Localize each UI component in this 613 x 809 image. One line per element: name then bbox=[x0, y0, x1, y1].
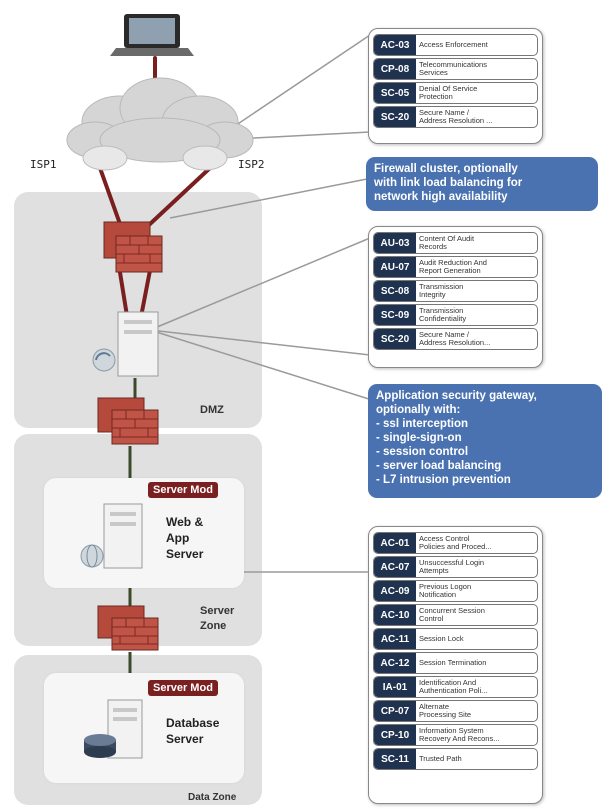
control-id: AC-07 bbox=[374, 557, 416, 577]
connector-line bbox=[149, 329, 371, 356]
control-id: CP-07 bbox=[374, 701, 416, 721]
control-id: AC-11 bbox=[374, 629, 416, 649]
control-description: Concurrent Session Control bbox=[419, 606, 485, 623]
control-description: Trusted Path bbox=[419, 754, 462, 763]
isp1-label: ISP1 bbox=[30, 158, 57, 171]
db-server-label: Database Server bbox=[166, 716, 220, 746]
control-id: SC-11 bbox=[374, 749, 416, 769]
cloud-icon bbox=[82, 145, 228, 171]
control-description: Previous Logon Notification bbox=[419, 582, 472, 599]
web-server-module-badge: Server Mod bbox=[148, 482, 218, 498]
control-id: SC-09 bbox=[374, 305, 416, 325]
control-id: AC-10 bbox=[374, 605, 416, 625]
control-id: AC-12 bbox=[374, 653, 416, 673]
control-description: Alternate Processing Site bbox=[419, 702, 472, 719]
control-id: SC-08 bbox=[374, 281, 416, 301]
control-id: AU-03 bbox=[374, 233, 416, 253]
control-description: Access Enforcement bbox=[419, 40, 488, 49]
connector-line bbox=[149, 329, 373, 401]
control-description: Session Lock bbox=[419, 634, 464, 643]
firewall-callout: Firewall cluster, optionally with link l… bbox=[366, 157, 598, 211]
dmz-label: DMZ bbox=[200, 404, 224, 416]
control-id: SC-05 bbox=[374, 83, 416, 103]
web-server-label: Web & App Server bbox=[166, 515, 204, 561]
web-server-icon bbox=[80, 503, 143, 569]
server-zone-label: Server Zone bbox=[200, 605, 235, 632]
control-description: Telecommunications Services bbox=[419, 60, 487, 77]
control-id: IA-01 bbox=[374, 677, 416, 697]
control-id: AU-07 bbox=[374, 257, 416, 277]
data-zone-label: Data Zone bbox=[188, 792, 237, 803]
control-description: Access Control Policies and Proced... bbox=[419, 534, 492, 551]
db-server-module-badge: Server Mod bbox=[148, 680, 218, 696]
control-description: Denial Of Service Protection bbox=[419, 84, 478, 101]
firewall-icon bbox=[97, 605, 159, 651]
firewall-icon bbox=[97, 397, 159, 445]
control-description: Unsuccessful Login Attempts bbox=[419, 558, 485, 575]
link-line bbox=[98, 166, 122, 226]
control-description: Identification And Authentication Poli..… bbox=[419, 678, 488, 695]
control-id: SC-20 bbox=[374, 107, 416, 127]
gateway-server-icon bbox=[92, 311, 159, 377]
control-description: Audit Reduction And Report Generation bbox=[419, 258, 487, 275]
connector-line bbox=[149, 237, 371, 331]
control-description: Session Termination bbox=[419, 658, 487, 667]
control-description: Content Of Audit Records bbox=[419, 234, 475, 251]
isp2-label: ISP2 bbox=[238, 158, 265, 171]
control-id: CP-10 bbox=[374, 725, 416, 745]
gateway-callout: Application security gateway, optionally… bbox=[368, 384, 602, 498]
control-id: AC-09 bbox=[374, 581, 416, 601]
database-server-icon bbox=[84, 699, 143, 759]
control-id: SC-20 bbox=[374, 329, 416, 349]
link-line bbox=[148, 166, 212, 226]
control-description: Information System Recovery And Recons..… bbox=[419, 726, 500, 743]
control-id: AC-03 bbox=[374, 35, 416, 55]
laptop-icon bbox=[110, 14, 194, 56]
firewall-icon bbox=[103, 221, 163, 273]
connector-line bbox=[169, 177, 373, 219]
connector-line bbox=[213, 34, 371, 141]
control-description: Transmission Confidentiality bbox=[419, 306, 467, 323]
control-id: AC-01 bbox=[374, 533, 416, 553]
control-description: Secure Name / Address Resolution... bbox=[419, 330, 491, 347]
control-description: Secure Name / Address Resolution ... bbox=[419, 108, 493, 125]
control-id: CP-08 bbox=[374, 59, 416, 79]
control-description: Transmission Integrity bbox=[419, 282, 464, 299]
